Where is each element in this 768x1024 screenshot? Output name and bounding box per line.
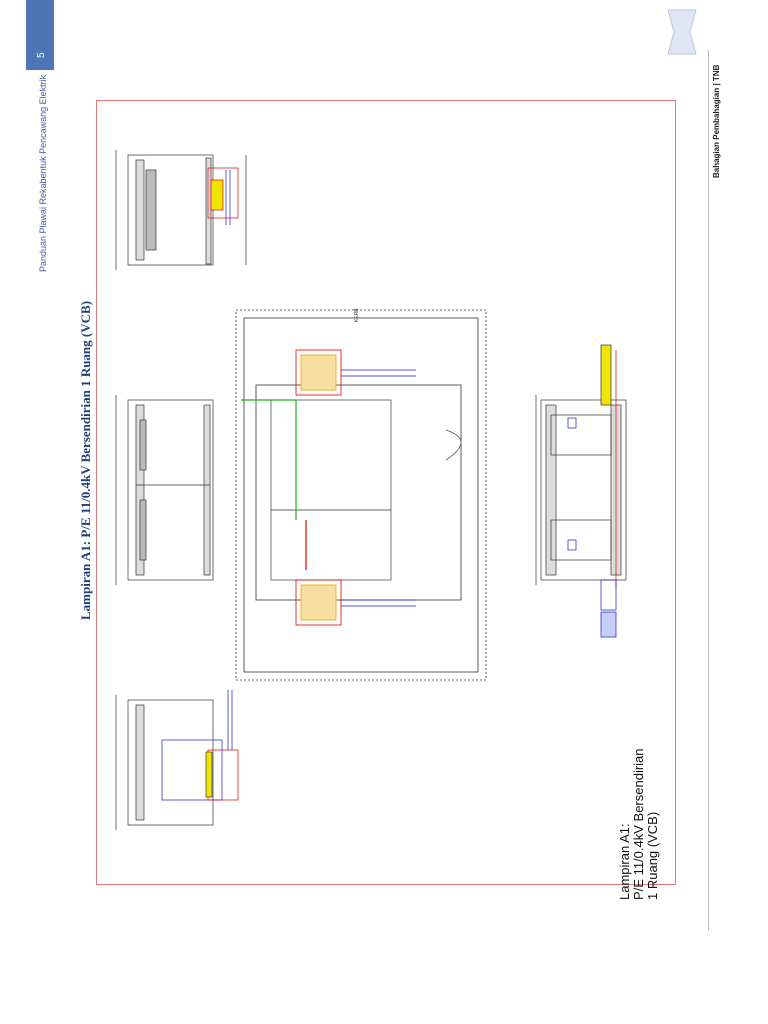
caption-line-1: Lampiran A1: [617,823,632,900]
footer-org: Bahagian Pembahagian | TNB [712,64,721,178]
drawing-frame [96,100,676,885]
caption-line-3: 1 Ruang (VCB) [645,811,660,900]
page-number-tab [26,0,54,70]
substation-drawing: KERB [115,150,627,830]
plan-label-kerb: KERB [354,308,360,322]
running-header: Panduan Plawai Rekabentuk Pencawang Elek… [38,74,48,272]
front-elevation [535,344,627,638]
elevation-view-2 [115,395,214,585]
page-title: Lampiran A1: P/E 11/0.4kV Bersendirian 1… [78,300,93,620]
elevation-view-1 [115,150,247,270]
page-number: 5 [36,52,47,58]
caption-line-2: P/E 11/0.4kV Bersendirian [631,748,646,900]
drawing-caption: Lampiran A1: P/E 11/0.4kV Bersendirian 1… [617,748,660,900]
divider-rule [708,50,709,930]
plan-view [235,309,487,681]
elevation-view-3 [115,690,239,830]
tnb-logo-icon [667,9,697,55]
